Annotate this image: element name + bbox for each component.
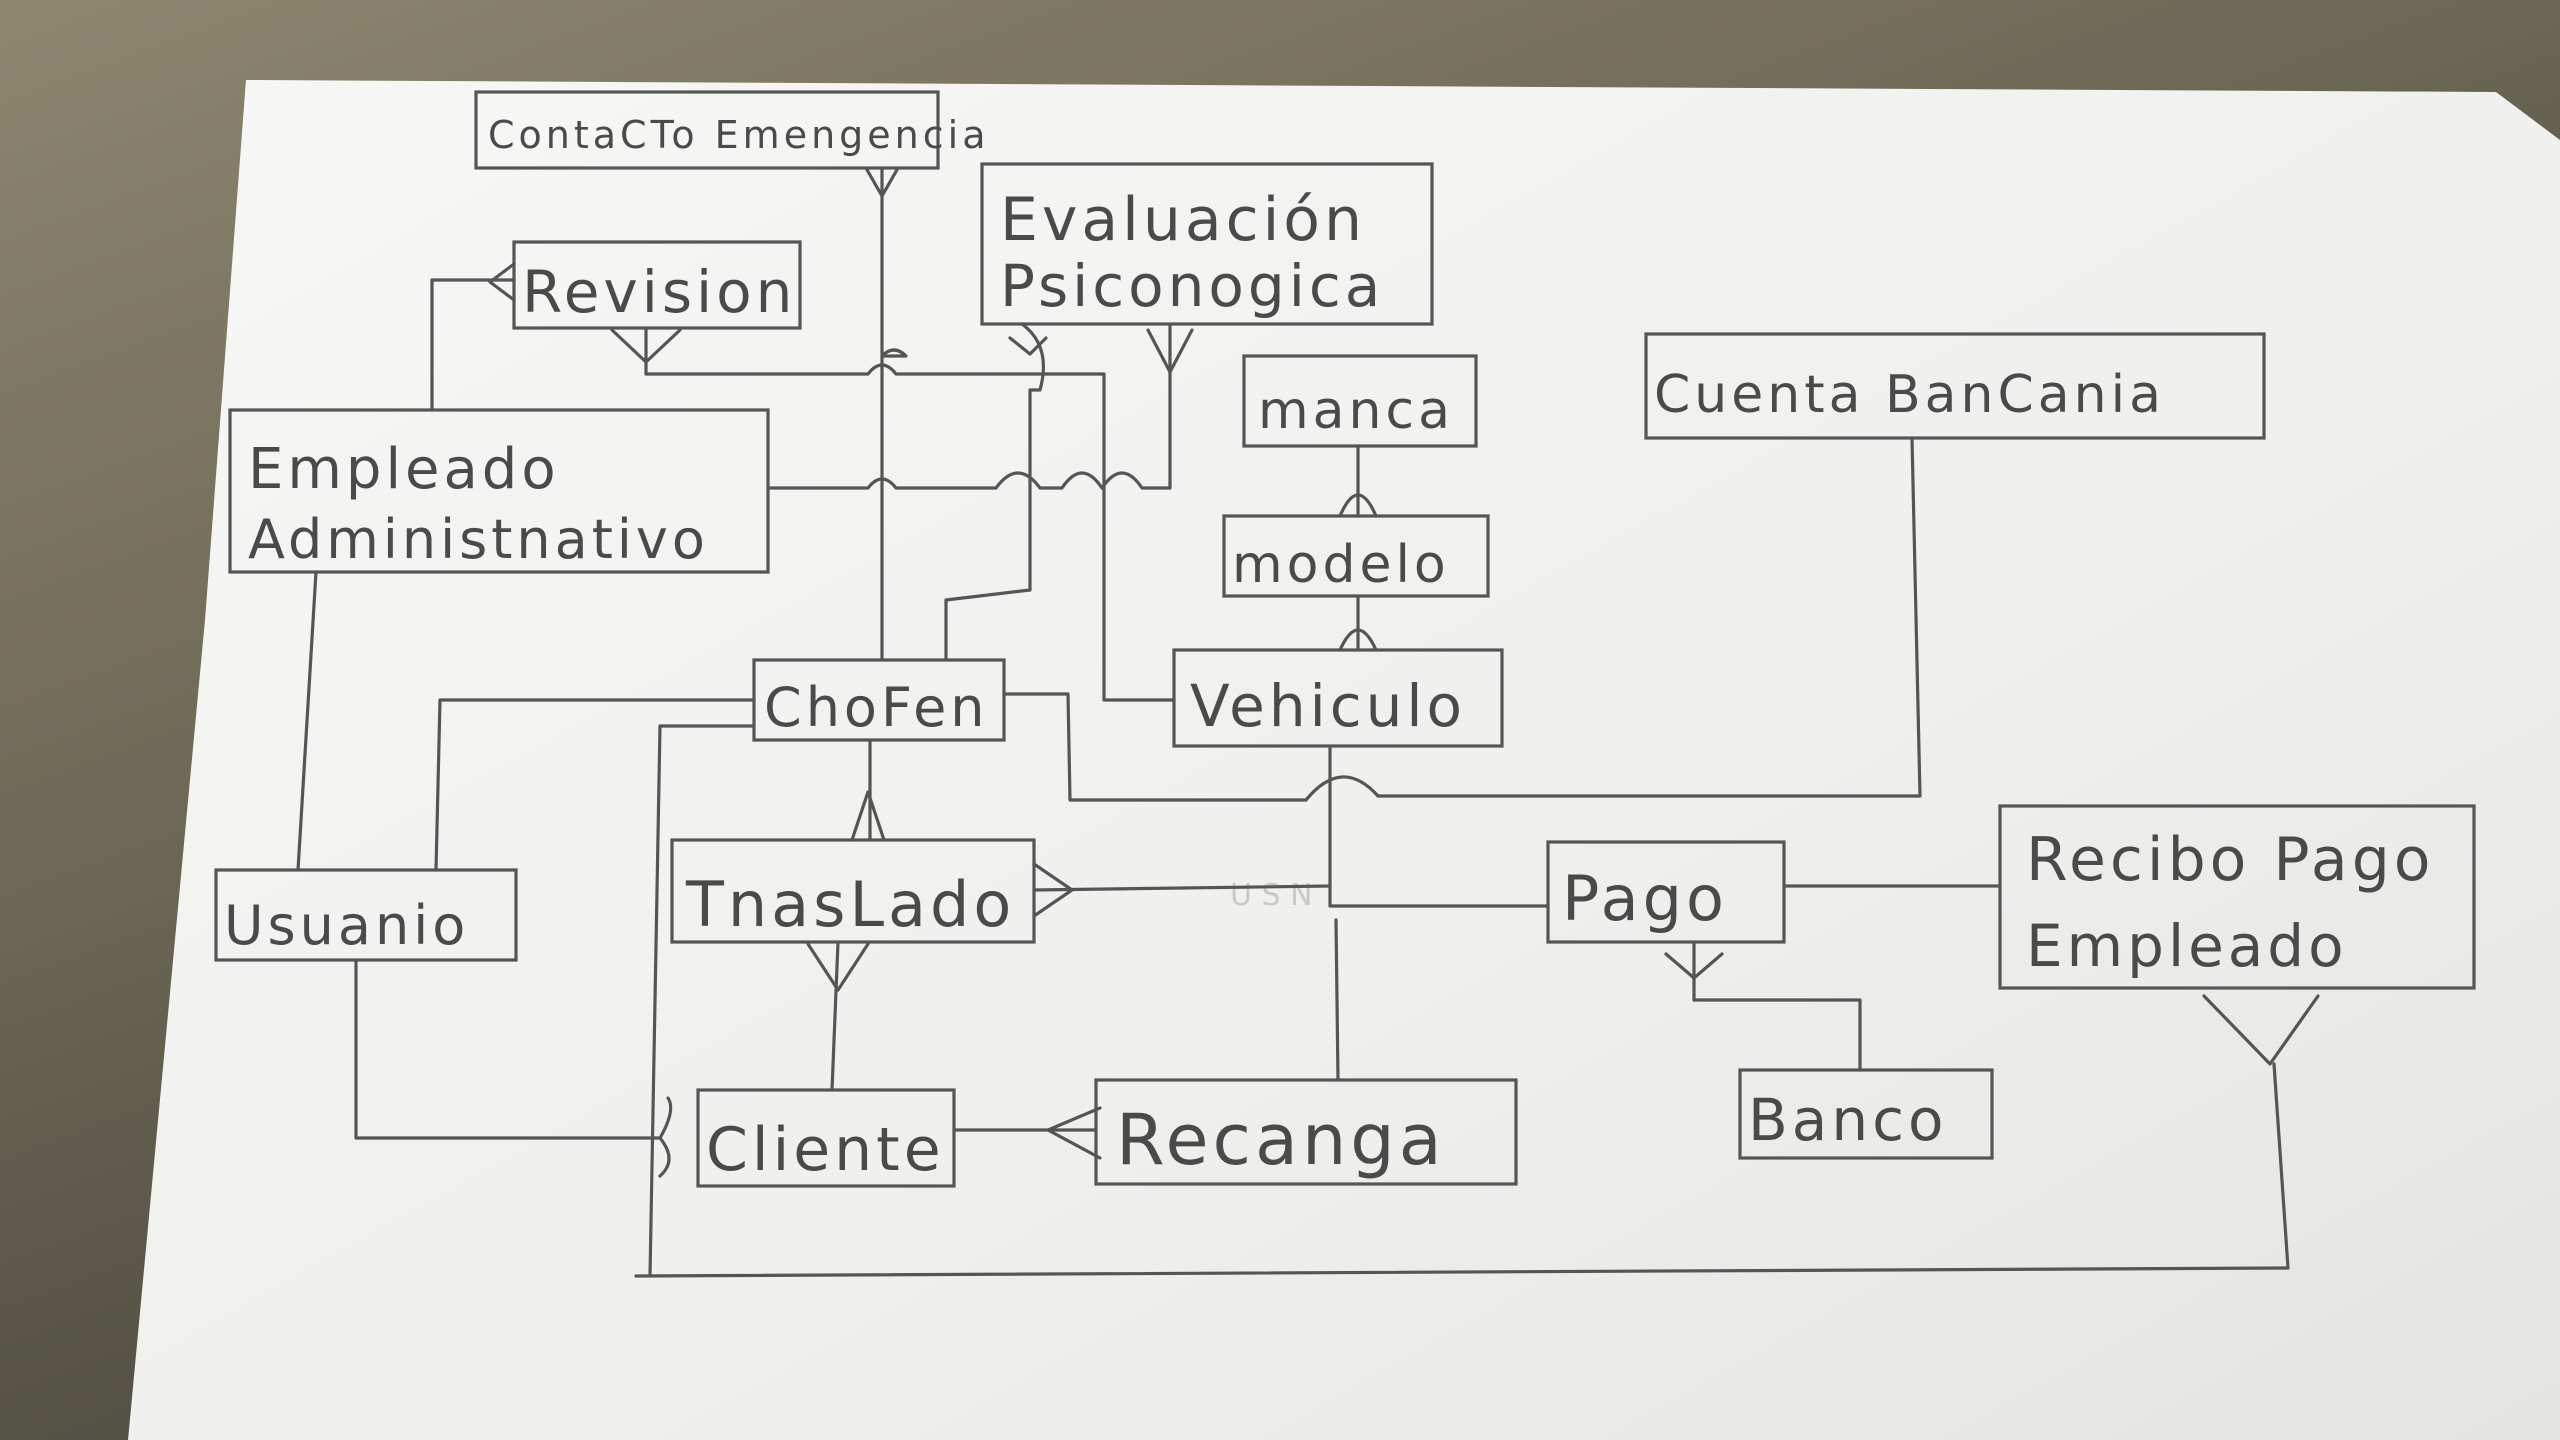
crowfoot-modelo-top [1338, 493, 1378, 518]
crowfoot-recarga-left [1046, 1106, 1102, 1160]
entity-cuenta-bancaria: Cuenta BanCania [1644, 332, 2266, 440]
recibo-label-line1: Recibo Pago [2026, 825, 2434, 895]
entity-vehiculo: Vehiculo [1172, 648, 1504, 748]
rel-empleado-evaluacion [766, 322, 1172, 490]
usuario-label: Usuanio [224, 894, 469, 957]
crowfoot-traslado-right [1032, 862, 1074, 918]
entity-banco: Banco [1738, 1068, 1994, 1160]
crowfoot-revision-left [488, 262, 516, 302]
rel-vehiculo-pago [1328, 884, 1550, 908]
rel-empleado-usuario [296, 570, 318, 872]
empleado-label-line2: Administnativo [248, 508, 709, 571]
pago-label: Pago [1562, 862, 1728, 935]
crowfoot-traslado-top [850, 790, 886, 842]
entity-cliente: Cliente [696, 1088, 956, 1188]
crowfoot-contacto [864, 166, 900, 198]
cuenta-bancaria-label: Cuenta BanCania [1654, 365, 2165, 425]
rel-pago-recarga [1334, 918, 1340, 1082]
rel-chofer-cliente-branch [648, 724, 756, 1278]
crowfoot-evaluacion [1146, 328, 1194, 374]
evaluacion-label-line1: Evaluación [1000, 185, 1366, 255]
entity-empleado-administrativo: Empleado Administnativo [228, 408, 770, 574]
rel-usuario-chofer [434, 698, 756, 872]
paper-sheet [128, 80, 2560, 1440]
entity-revision: Revision [512, 240, 802, 330]
evaluacion-label-line2: Psiconogica [1000, 252, 1384, 320]
entity-contacto-emergencia: ContaCTo Emengencia [474, 90, 989, 170]
rel-contacto-chofer [880, 166, 908, 662]
entity-recarga: Recanga [1094, 1078, 1518, 1186]
vehiculo-label: Vehiculo [1190, 672, 1466, 740]
entity-usuario: Usuanio [214, 868, 518, 962]
crowfoot-vehiculo-top [1338, 628, 1378, 652]
crowfoot-revision-bottom [610, 328, 682, 364]
rel-evaluacion-chofer [944, 322, 1045, 662]
revision-label: Revision [522, 258, 796, 326]
rel-revision-vehiculo [644, 326, 1176, 702]
rel-cuenta-chofer [1002, 436, 1922, 802]
crowfoot-pago-bottom [1664, 952, 1724, 980]
rel-pago-banco [1692, 940, 1862, 1072]
banco-label: Banco [1748, 1086, 1947, 1154]
rel-empleado-revision [430, 278, 516, 412]
rel-recibo-loop [634, 1062, 2290, 1278]
modelo-label: modelo [1232, 535, 1450, 595]
crowfoot-evaluacion-left [1008, 336, 1048, 356]
entity-evaluacion-psicologica: Evaluación Psiconogica [980, 162, 1434, 326]
entity-marca: manca [1242, 354, 1478, 448]
entity-modelo: modelo [1222, 514, 1490, 598]
traslado-label: TnasLado [685, 868, 1015, 941]
rel-usuario-cliente [354, 958, 673, 1178]
recibo-label-line2: Empleado [2026, 912, 2348, 980]
entity-recibo-pago-empleado: Recibo Pago Empleado [1998, 804, 2476, 990]
chofer-label: ChoFen [764, 676, 989, 739]
rel-traslado-cliente [830, 940, 840, 1092]
cliente-label: Cliente [706, 1115, 945, 1185]
faint-erased-text: U S N [1230, 878, 1313, 913]
crowfoot-traslado-bottom [806, 942, 870, 992]
recarga-label: Recanga [1116, 1099, 1446, 1181]
marca-label: manca [1258, 381, 1454, 441]
empleado-label-line1: Empleado [248, 437, 560, 502]
contacto-emergencia-label: ContaCTo Emengencia [488, 113, 989, 157]
crowfoot-recibo-bottom [2202, 994, 2320, 1066]
entity-pago: Pago [1546, 840, 1786, 944]
